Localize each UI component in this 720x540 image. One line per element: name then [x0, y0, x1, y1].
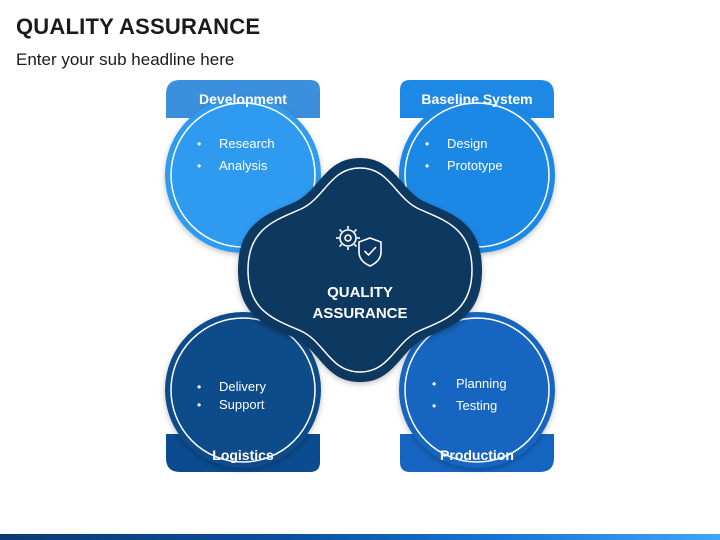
logistics-item-2: Support [219, 397, 265, 412]
production-circle [399, 312, 555, 468]
page-title: QUALITY ASSURANCE [16, 14, 261, 39]
baseline-label: Baseline System [421, 91, 532, 107]
quadrant-logistics[interactable]: Logistics • Delivery • Support [165, 312, 321, 472]
logistics-item-1: Delivery [219, 379, 266, 394]
bullet: • [425, 159, 429, 173]
center-inner-ring [247, 167, 473, 373]
bullet: • [197, 380, 201, 394]
bullet: • [425, 137, 429, 151]
center-shape: QUALITY ASSURANCE [238, 158, 482, 382]
quadrant-production[interactable]: Production • Planning • Testing [399, 312, 555, 472]
bottom-accent-bar [0, 534, 720, 540]
baseline-item-1: Design [447, 136, 487, 151]
production-label: Production [440, 447, 514, 463]
baseline-item-2: Prototype [447, 158, 503, 173]
gear-shield-icon [336, 226, 382, 267]
center-outer [238, 158, 482, 382]
center-title-line1: QUALITY [327, 284, 393, 301]
production-item-1: Planning [456, 376, 507, 391]
production-item-2: Testing [456, 398, 497, 413]
bullet: • [197, 137, 201, 151]
bullet: • [197, 398, 201, 412]
bullet: • [432, 377, 436, 391]
center-title-line2: ASSURANCE [312, 305, 407, 322]
bullet: • [432, 399, 436, 413]
logistics-circle [165, 312, 321, 468]
bullet: • [197, 159, 201, 173]
logistics-label: Logistics [212, 447, 274, 463]
development-item-2: Analysis [219, 158, 268, 173]
page-subtitle: Enter your sub headline here [16, 50, 235, 69]
production-ring [404, 317, 550, 463]
development-item-1: Research [219, 136, 275, 151]
logistics-ring [170, 317, 316, 463]
development-label: Development [199, 91, 287, 107]
